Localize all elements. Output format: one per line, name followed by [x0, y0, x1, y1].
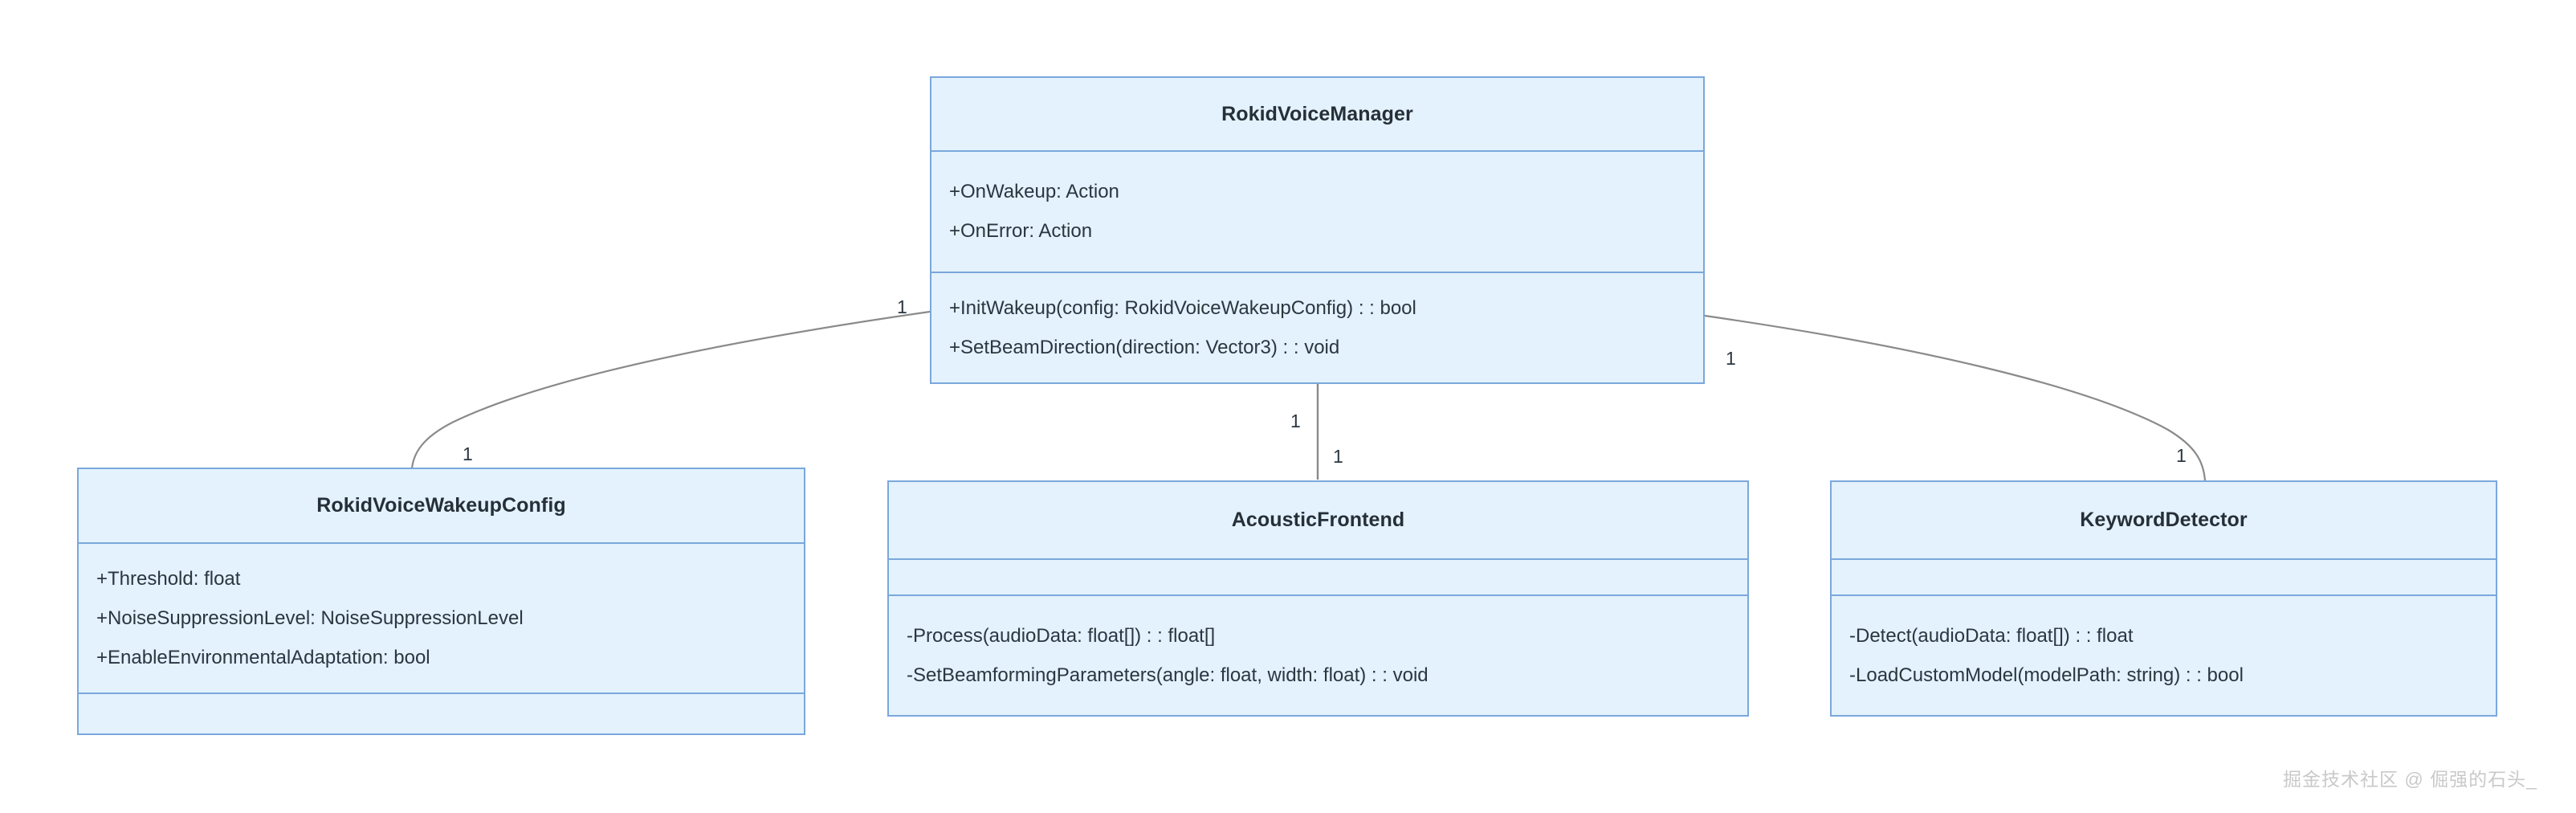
class-name-rokidvoicewakeupconfig: RokidVoiceWakeupConfig	[316, 494, 566, 517]
class-box-keyworddetector[interactable]: KeywordDetector -Detect(audioData: float…	[1830, 480, 2497, 717]
class-name-keyworddetector: KeywordDetector	[2080, 509, 2248, 531]
class-method: +SetBeamDirection(direction: Vector3) : …	[949, 336, 1340, 358]
class-method: +InitWakeup(config: RokidVoiceWakeupConf…	[949, 296, 1416, 319]
class-attributes-section: +Threshold: float +NoiseSuppressionLevel…	[79, 542, 804, 692]
multiplicity-manager-to-wakeup-config-source: 1	[897, 296, 907, 317]
class-box-rokidvoicewakeupconfig[interactable]: RokidVoiceWakeupConfig +Threshold: float…	[77, 468, 805, 735]
class-attributes-section	[889, 558, 1747, 594]
edge-manager-to-wakeup-config	[410, 310, 931, 469]
class-attribute: +EnableEnvironmentalAdaptation: bool	[96, 646, 430, 668]
class-attribute: +NoiseSuppressionLevel: NoiseSuppression…	[96, 607, 524, 629]
multiplicity-manager-to-acoustic-frontend-target: 1	[1333, 446, 1343, 467]
class-methods-section	[79, 692, 804, 733]
class-attribute: +OnError: Action	[949, 220, 1093, 242]
class-title-section: KeywordDetector	[1832, 482, 2496, 558]
class-methods-section: -Process(audioData: float[]) : : float[]…	[889, 594, 1747, 715]
class-method: -Detect(audioData: float[]) : : float	[1849, 624, 2134, 647]
class-method: -LoadCustomModel(modelPath: string) : : …	[1849, 664, 2244, 686]
edge-manager-to-keyword-detector	[1704, 314, 2207, 481]
multiplicity-manager-to-wakeup-config-target: 1	[463, 443, 473, 464]
multiplicity-manager-to-keyword-detector-target: 1	[2176, 445, 2187, 466]
class-name-acousticfrontend: AcousticFrontend	[1231, 509, 1405, 531]
multiplicity-manager-to-keyword-detector-source: 1	[1726, 348, 1736, 369]
class-methods-section: +InitWakeup(config: RokidVoiceWakeupConf…	[931, 272, 1703, 382]
class-name-rokidvoicemanager: RokidVoiceManager	[1221, 102, 1413, 125]
class-attribute: +OnWakeup: Action	[949, 181, 1119, 202]
class-methods-section: -Detect(audioData: float[]) : : float -L…	[1832, 594, 2496, 715]
class-box-acousticfrontend[interactable]: AcousticFrontend -Process(audioData: flo…	[887, 480, 1749, 717]
class-box-rokidvoicemanager[interactable]: RokidVoiceManager +OnWakeup: Action +OnE…	[930, 76, 1705, 384]
multiplicity-manager-to-acoustic-frontend-source: 1	[1290, 411, 1301, 431]
class-attributes-section	[1832, 558, 2496, 594]
class-attribute: +Threshold: float	[96, 567, 241, 590]
class-attributes-section: +OnWakeup: Action +OnError: Action	[931, 150, 1703, 272]
class-title-section: RokidVoiceWakeupConfig	[79, 469, 804, 542]
class-title-section: AcousticFrontend	[889, 482, 1747, 558]
watermark-text: 掘金技术社区 @ 倔强的石头_	[2283, 769, 2537, 790]
class-method: -SetBeamformingParameters(angle: float, …	[907, 664, 1429, 686]
class-method: -Process(audioData: float[]) : : float[]	[907, 624, 1216, 647]
class-title-section: RokidVoiceManager	[931, 78, 1703, 150]
